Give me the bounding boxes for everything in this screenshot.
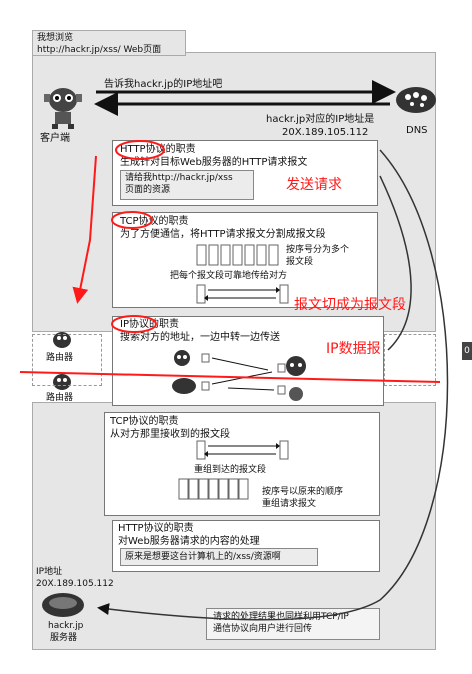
http-request-line2: 页面的资源 [125, 185, 171, 195]
http-client-desc: 生成针对目标Web服务器的HTTP请求报文 [120, 157, 308, 168]
http-server-title: HTTP协议的职责 [118, 523, 194, 534]
ip-box [112, 316, 384, 406]
header-line2: http://hackr.jp/xss/ Web页面 [37, 45, 162, 55]
tcp-server-title: TCP协议的职责 [110, 416, 179, 427]
tcp-seq-line1: 按序号分为多个 [286, 245, 350, 255]
tcp-reliable-text: 把每个报文段可靠地传给对方 [170, 271, 288, 281]
return-note: 请求的处理结果也同样利用TCP/IP 通信协议向用户进行回传 [206, 608, 380, 640]
tcp-transfer-arrows [196, 284, 290, 304]
return-note-line1: 请求的处理结果也同样利用TCP/IP [213, 612, 349, 622]
annotation-send-request: 发送请求 [286, 177, 342, 193]
ip-desc: 搜索对方的地址，一边中转一边传送 [120, 332, 280, 343]
annotation-segment: 报文切成为报文段 [294, 297, 406, 313]
ip-routing-diagram [168, 344, 318, 404]
tcp-server-arrows [196, 440, 290, 460]
http-client-title: HTTP协议的职责 [120, 144, 196, 155]
server-name-line2: 服务器 [50, 633, 78, 643]
annotation-ip-datagram: IP数据报 [326, 341, 381, 357]
router-dashed-right [384, 334, 436, 386]
server-name-line1: hackr.jp [48, 621, 84, 631]
http-request-line1: 请给我http://hackr.jp/xss [125, 173, 233, 183]
router-icon-bottom [50, 372, 74, 392]
dns-server-icon [392, 80, 440, 120]
tcp-order-line2: 重组请求报文 [262, 499, 317, 509]
reassembled-blocks [178, 478, 254, 500]
circle-http [115, 140, 165, 160]
router-icon-top [50, 330, 74, 350]
circle-tcp [111, 211, 153, 229]
tcp-order-line1: 按序号以原来的顺序 [262, 487, 344, 497]
http-server-result-text: 原来是想要这台计算机上的/xss/资源啊 [125, 552, 281, 562]
server-icon [40, 590, 86, 620]
return-note-line2: 通信协议向用户进行回传 [213, 624, 313, 634]
client-label: 客户端 [40, 133, 70, 144]
page-edge-mark: 0 [462, 342, 472, 360]
router-label-bottom: 路由器 [46, 393, 74, 403]
page-edge-mark-text: 0 [464, 346, 470, 356]
circle-ip [111, 315, 157, 333]
router-dashed-left [32, 334, 102, 386]
red-down-arrow [72, 155, 97, 304]
tcp-seq-line2: 报文段 [286, 257, 314, 267]
http-server-desc: 对Web服务器请求的内容的处理 [118, 536, 260, 547]
header-callout: 我想浏览 http://hackr.jp/xss/ Web页面 [32, 30, 186, 56]
dns-reply-line2: 20X.189.105.112 [282, 127, 369, 138]
client-robot-icon [40, 80, 86, 130]
router-label-top: 路由器 [46, 353, 74, 363]
tcp-client-desc: 为了方便通信，将HTTP请求报文分割成报文段 [120, 229, 326, 240]
tcp-reassemble-text: 重组到达的报文段 [194, 465, 267, 475]
ip-title: IP协议的职责 [120, 319, 179, 330]
server-ip-value: 20X.189.105.112 [36, 579, 114, 589]
red-divider-line [19, 371, 441, 383]
http-server-result: 原来是想要这台计算机上的/xss/资源啊 [120, 548, 318, 566]
dns-label: DNS [406, 125, 428, 136]
segment-blocks [196, 244, 280, 266]
dns-request-text: 告诉我hackr.jp的IP地址吧 [104, 79, 223, 90]
tcp-client-title: TCP协议的职责 [120, 216, 189, 227]
dns-reply-line1: hackr.jp对应的IP地址是 [266, 114, 375, 125]
tcp-server-desc: 从对方那里接收到的报文段 [110, 429, 230, 440]
server-ip-label: IP地址 [36, 567, 63, 577]
http-request-message: 请给我http://hackr.jp/xss 页面的资源 [120, 170, 254, 200]
header-line1: 我想浏览 [37, 33, 74, 43]
